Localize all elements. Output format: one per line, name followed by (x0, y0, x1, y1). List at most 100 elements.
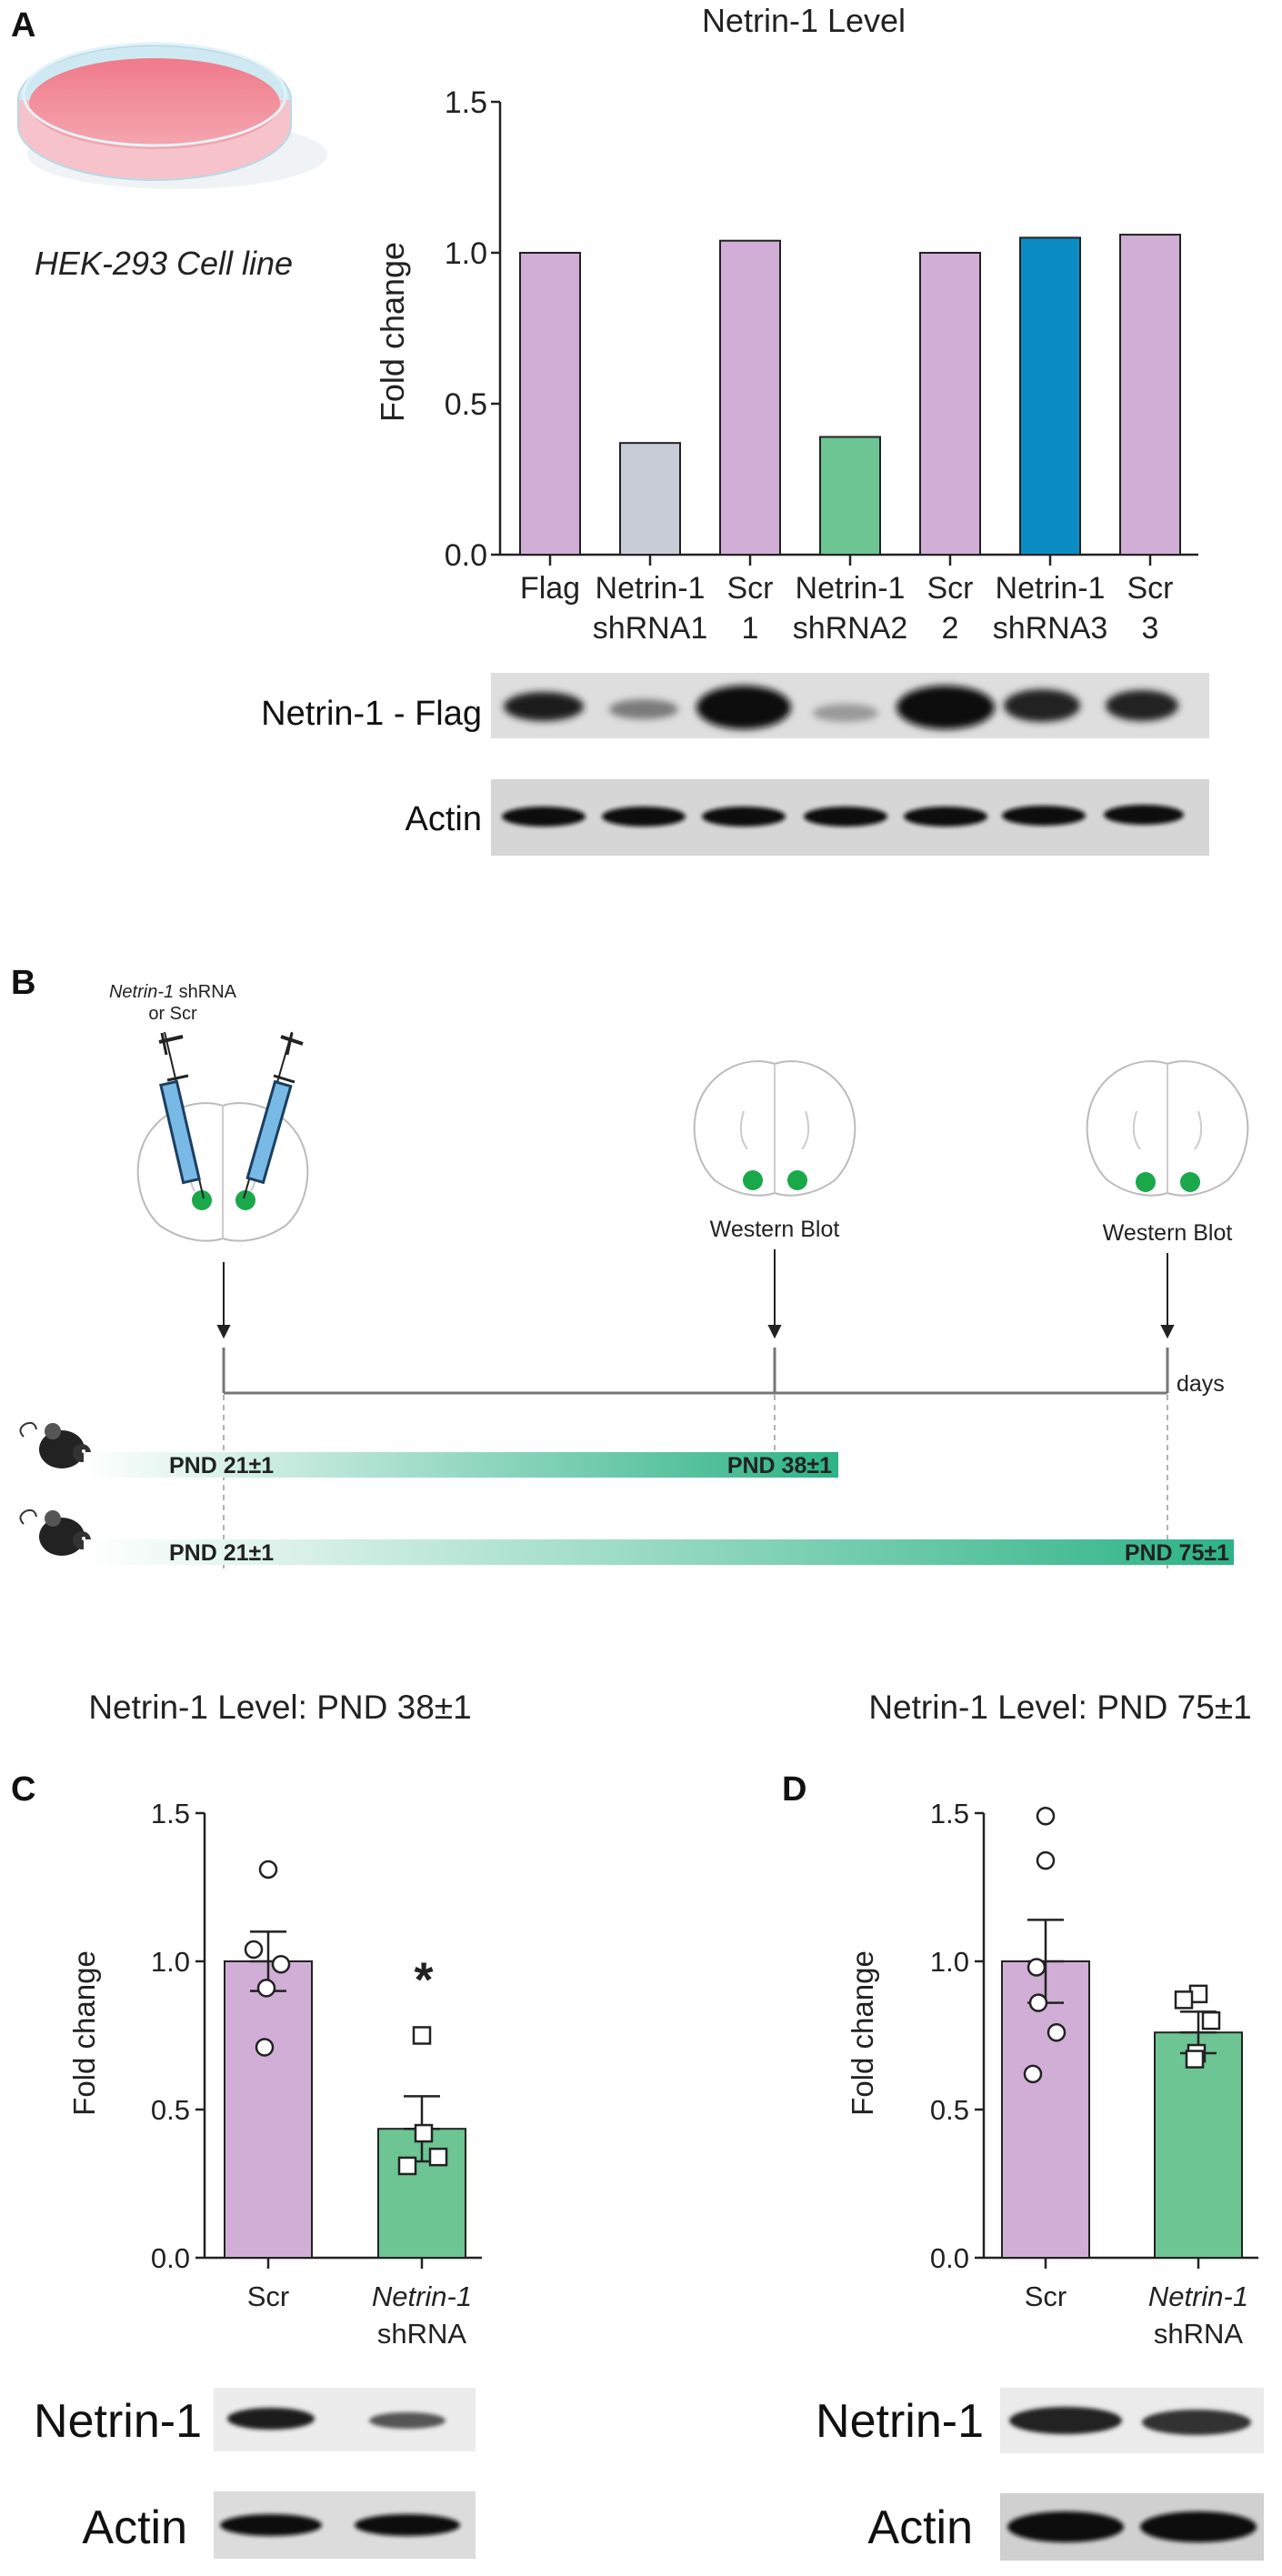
x-tick-label: shRNA1 (593, 611, 708, 646)
y-tick-label: 1.0 (930, 1946, 969, 1978)
data-point (1201, 2010, 1221, 2030)
data-point (412, 2026, 432, 2045)
x-tick-label: Netrin-1 (596, 571, 706, 606)
bar (619, 442, 681, 556)
panel-d-letter: D (782, 1770, 806, 1809)
chart-a-ylabel: Fold change (374, 242, 411, 422)
bar (519, 252, 581, 556)
x-tick-label: 3 (1142, 611, 1159, 646)
data-point (1185, 2050, 1205, 2069)
x-tick-label: Netrin-1 (996, 571, 1106, 606)
y-tick-label: 1.0 (151, 1946, 190, 1978)
data-point (1023, 2064, 1043, 2084)
y-tick-label: 0.5 (151, 2094, 190, 2126)
blot-a-row1-label: Netrin-1 - Flag (261, 695, 482, 733)
chart-d-ylabel: Fold change (846, 1950, 879, 2116)
panel-a-letter: A (11, 6, 35, 45)
x-tick-label: Flag (520, 571, 580, 606)
blot-a-actin-image (491, 779, 1209, 856)
data-point (428, 2147, 448, 2167)
blot-a-row2-label: Actin (406, 800, 482, 838)
x-tick-label: shRNA2 (793, 611, 908, 646)
western-blot-label-1: Western Blot (710, 1217, 840, 1242)
blot-c-row1-label: Netrin-1 (34, 2395, 202, 2448)
x-tick-label: 2 (942, 611, 959, 646)
blot-c-netrin-image (214, 2388, 476, 2451)
data-point (1028, 1993, 1048, 2012)
x-tick-label: shRNA3 (993, 611, 1108, 646)
data-point (1027, 1958, 1047, 1977)
y-tick-label: 1.5 (151, 1798, 190, 1829)
data-point (1036, 1850, 1056, 1870)
x-tick-label: shRNA (377, 2318, 467, 2350)
mouse-icon (19, 1509, 91, 1556)
chart-d-title: Netrin-1 Level: PND 75±1 (868, 1689, 1251, 1726)
bar2-end-label: PND 75±1 (1125, 1540, 1229, 1566)
bar (819, 436, 881, 556)
data-point (244, 1940, 264, 1960)
blot-a-netrin-flag-image (491, 673, 1209, 738)
bar (1001, 1960, 1090, 2259)
y-tick-label: 1.5 (930, 1798, 969, 1829)
data-point (256, 1979, 276, 1998)
blot-d-row1-label: Netrin-1 (816, 2395, 984, 2448)
chart-c-title: Netrin-1 Level: PND 38±1 (88, 1689, 471, 1726)
y-tick-label: 1.0 (445, 236, 487, 271)
y-tick-label: 0.5 (930, 2094, 969, 2126)
syringe-label-line1: Netrin-1 shRNA (109, 982, 237, 1002)
x-tick-label: Scr (1127, 571, 1174, 606)
blot-d-row2-label: Actin (867, 2501, 973, 2554)
bar (1019, 236, 1081, 556)
petri-dish-icon (17, 42, 327, 189)
cell-line-caption: HEK-293 Cell line (35, 245, 293, 282)
bar (224, 1960, 313, 2259)
data-point (414, 2123, 434, 2143)
blot-d-actin-image (1000, 2493, 1264, 2561)
x-tick-label: Scr (1025, 2280, 1067, 2312)
blot-d-netrin-image (1000, 2388, 1264, 2453)
western-blot-label-2: Western Blot (1103, 1220, 1233, 1246)
syringe-label-line2: or Scr (148, 1004, 197, 1024)
panel-c-letter: C (11, 1770, 35, 1809)
timeline-bar-pnd38 (84, 1452, 838, 1478)
significance-star: * (414, 1952, 433, 2007)
y-tick-label: 0.5 (445, 387, 487, 422)
y-tick-label: 0.0 (445, 538, 487, 573)
bar2-start-label: PND 21±1 (169, 1540, 274, 1566)
data-point (271, 1955, 291, 1974)
x-tick-label: Netrin-1 (1148, 2280, 1248, 2312)
timeline-bar-pnd75 (84, 1539, 1234, 1565)
x-tick-label: Netrin-1 (372, 2280, 472, 2312)
x-tick-label: 1 (742, 611, 759, 646)
bar (1119, 234, 1181, 556)
y-tick-label: 0.0 (930, 2242, 969, 2274)
y-tick-label: 1.5 (445, 85, 487, 120)
brain-section-icon (693, 1060, 856, 1197)
timeline-arrows (216, 1249, 1175, 1339)
y-tick-label: 0.0 (151, 2242, 190, 2274)
panel-b-letter: B (11, 964, 35, 1002)
data-point (397, 2156, 417, 2176)
bar (919, 252, 981, 556)
x-tick-label: Scr (927, 571, 974, 606)
x-tick-label: Scr (247, 2280, 290, 2312)
bar1-end-label: PND 38±1 (727, 1453, 832, 1478)
brain-injection-icon (136, 1031, 309, 1242)
x-tick-label: Scr (727, 571, 774, 606)
chart-c-ylabel: Fold change (67, 1950, 101, 2116)
bar (719, 239, 781, 556)
x-tick-label: shRNA (1154, 2318, 1244, 2350)
mouse-icon (19, 1421, 91, 1468)
x-tick-label: Netrin-1 (796, 571, 906, 606)
data-point (258, 1859, 278, 1879)
data-point (255, 2038, 275, 2057)
data-point (1047, 2022, 1067, 2042)
days-label: days (1177, 1371, 1225, 1397)
brain-section-icon (1086, 1060, 1249, 1197)
data-point (1036, 1807, 1056, 1826)
data-point (1174, 1990, 1194, 2010)
